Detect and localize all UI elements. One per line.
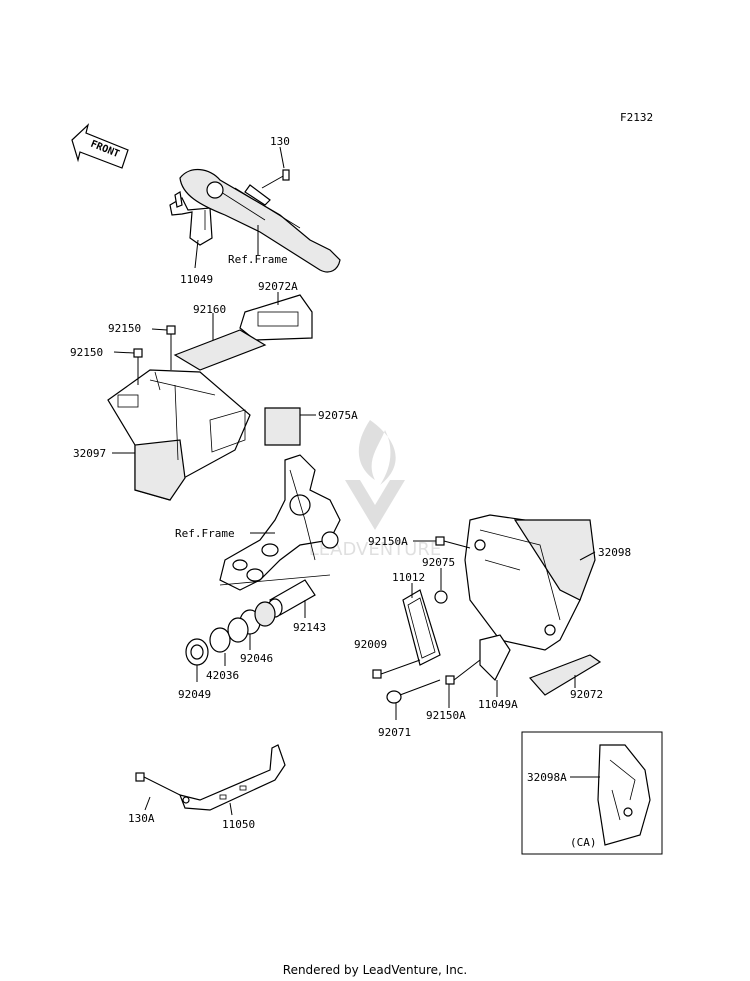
pad-92075A xyxy=(264,407,301,446)
label-92075: 92075 xyxy=(422,556,455,569)
label-ref-frame-mid: Ref.Frame xyxy=(175,527,235,540)
label-92150A-a: 92150A xyxy=(368,535,408,548)
label-92075A: 92075A xyxy=(318,409,358,422)
label-11050: 11050 xyxy=(222,818,255,831)
label-ref-frame-top: Ref.Frame xyxy=(228,253,288,266)
inset-box xyxy=(521,731,663,855)
footer-credit: Rendered by LeadVenture, Inc. xyxy=(282,963,468,977)
label-32097: 32097 xyxy=(73,447,106,460)
watermark-logo: LEADVENTURE xyxy=(309,420,441,560)
label-92072A: 92072A xyxy=(258,280,298,293)
label-92049: 92049 xyxy=(178,688,211,701)
leader-lines xyxy=(112,146,600,816)
label-42036: 42036 xyxy=(206,669,239,682)
label-92160: 92160 xyxy=(193,303,226,316)
frame-pivot xyxy=(219,454,341,591)
label-130: 130 xyxy=(270,135,290,148)
label-11049: 11049 xyxy=(180,273,213,286)
part-labels: 130 11049 Ref.Frame 92072A 92160 92150 9… xyxy=(70,135,631,831)
label-92009: 92009 xyxy=(354,638,387,651)
diagram-code: F2132 xyxy=(620,111,654,124)
inset-label: (CA) xyxy=(570,836,597,849)
strap-92072A xyxy=(239,294,313,341)
label-130A: 130A xyxy=(128,812,155,825)
side-cover-32098 xyxy=(464,514,596,651)
grommet-92075 xyxy=(434,590,448,604)
bracket-11049 xyxy=(169,191,213,246)
bolt-130A xyxy=(135,772,181,796)
label-92150-a: 92150 xyxy=(108,322,141,335)
screw-92009 xyxy=(372,659,421,679)
label-32098: 32098 xyxy=(598,546,631,559)
filter-11012 xyxy=(402,589,441,666)
label-92046: 92046 xyxy=(240,652,273,665)
inset-cover-32098A xyxy=(597,744,651,846)
battery-case-32097 xyxy=(107,369,251,501)
pad-92160 xyxy=(173,329,267,371)
seal-92049 xyxy=(185,638,209,666)
label-32098A: 32098A xyxy=(527,771,567,784)
label-11049A: 11049A xyxy=(478,698,518,711)
frame-top xyxy=(179,169,341,273)
label-92072: 92072 xyxy=(570,688,603,701)
bracket-11049A xyxy=(479,634,511,682)
front-arrow: FRONT xyxy=(71,123,129,169)
strap-92072 xyxy=(528,654,602,696)
sleeve-42036 xyxy=(209,617,249,653)
label-92143: 92143 xyxy=(293,621,326,634)
bolt-92150-a xyxy=(166,325,176,370)
watermark-text: LEADVENTURE xyxy=(309,539,441,560)
label-92071: 92071 xyxy=(378,726,411,739)
label-92150A-b: 92150A xyxy=(426,709,466,722)
label-11012: 11012 xyxy=(392,571,425,584)
grommet-92071 xyxy=(386,690,402,704)
bracket-11050 xyxy=(179,744,286,811)
bolt-92150A-b xyxy=(445,659,481,685)
label-92150-b: 92150 xyxy=(70,346,103,359)
